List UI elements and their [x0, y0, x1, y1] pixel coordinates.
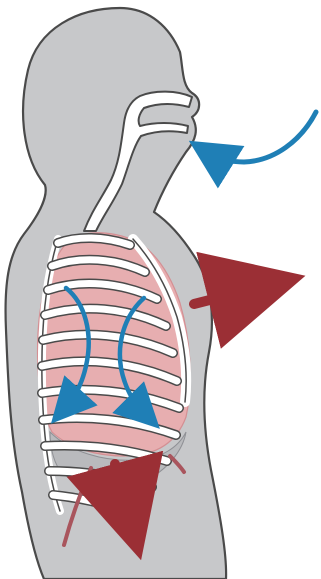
incoming-air-arrow [210, 112, 316, 162]
